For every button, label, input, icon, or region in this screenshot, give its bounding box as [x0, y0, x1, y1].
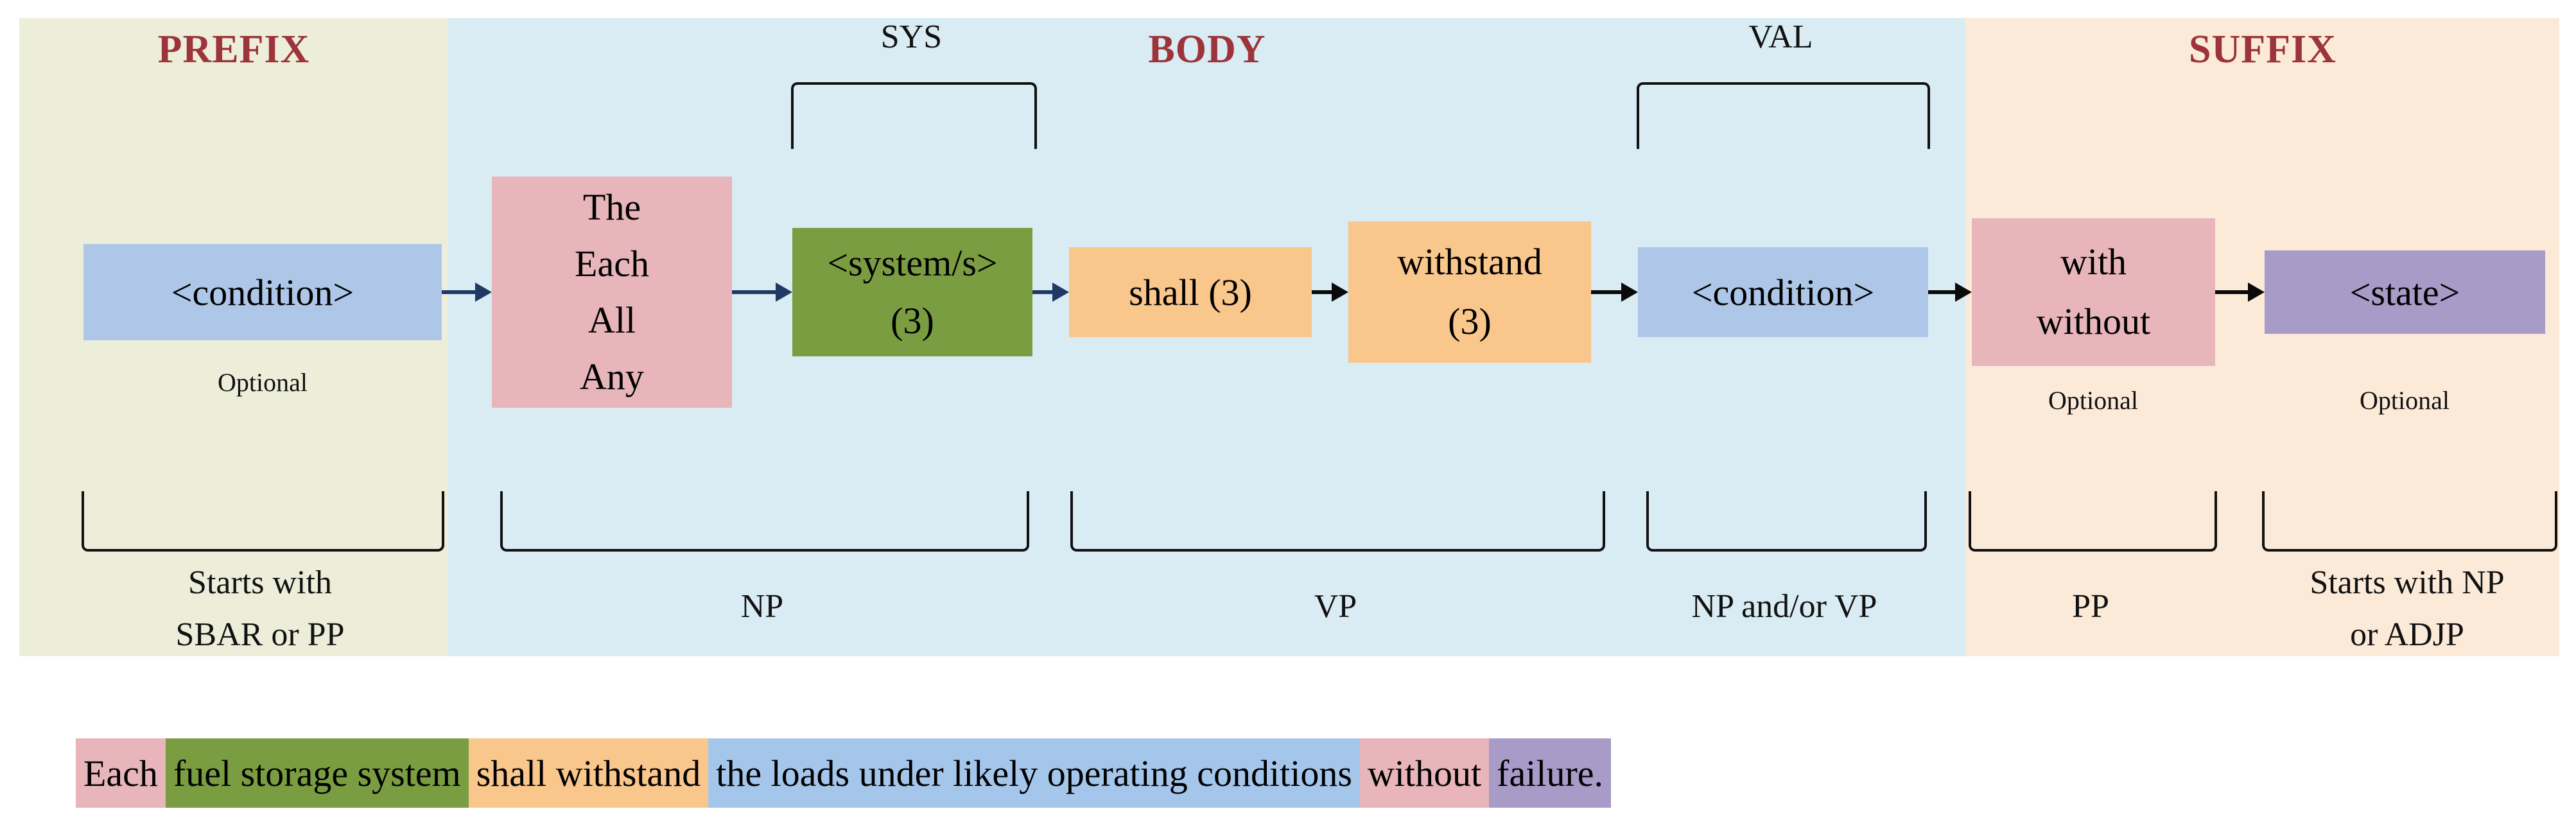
prefix-phrase-line: SBAR or PP — [175, 616, 345, 653]
example-sentence: Each fuel storage system shall withstand… — [76, 738, 1611, 808]
arrow-condition-to-determiner — [442, 281, 492, 304]
determiner-line: The — [582, 186, 641, 228]
sentence-segment-state: failure. — [1489, 738, 1611, 808]
val-bracket — [1637, 82, 1930, 149]
optional-note-preposition: Optional — [2048, 386, 2138, 415]
system-box: <system/s> (3) — [792, 228, 1032, 356]
arrow-system-to-shall — [1032, 281, 1069, 304]
determiner-line: Each — [575, 242, 649, 284]
determiner-line: Any — [580, 356, 644, 398]
vp-label: VP — [1314, 588, 1357, 625]
arrow-head — [776, 283, 792, 302]
shall-label: shall (3) — [1129, 271, 1252, 313]
condition-prefix-box: <condition> — [83, 244, 442, 340]
system-line: (3) — [891, 300, 934, 342]
np-bracket — [500, 491, 1029, 552]
pp-label: PP — [2072, 588, 2109, 625]
sentence-segment-verb: shall withstand — [468, 738, 709, 808]
suffix-phrase-bracket — [2262, 491, 2557, 552]
arrow-head — [475, 283, 492, 302]
sys-bracket-label: SYS — [880, 19, 943, 55]
arrow-shaft — [442, 290, 475, 294]
condition-prefix-label: <condition> — [171, 271, 354, 313]
preposition-box: with without — [1972, 218, 2215, 366]
determiner-line: All — [587, 299, 636, 341]
pp-bracket — [1969, 491, 2217, 552]
preposition-line: with — [2060, 241, 2127, 283]
sentence-segment-system: fuel storage system — [165, 738, 469, 808]
sentence-segment-preposition: without — [1359, 738, 1490, 808]
prefix-phrase-label: Starts with SBAR or PP — [67, 557, 453, 661]
prefix-phrase-line: Starts with — [188, 564, 332, 601]
preposition-line: without — [2036, 300, 2151, 342]
np-vp-bracket — [1646, 491, 1927, 552]
prefix-phrase-bracket — [82, 491, 444, 552]
suffix-phrase-line: Starts with NP — [2310, 564, 2505, 601]
arrow-shaft — [1032, 290, 1052, 294]
sys-bracket — [791, 82, 1037, 149]
optional-note-condition: Optional — [218, 368, 308, 397]
arrow-shaft — [2215, 290, 2248, 294]
arrow-head — [1332, 283, 1348, 302]
val-bracket-label: VAL — [1748, 19, 1813, 55]
arrow-shaft — [1928, 290, 1955, 294]
arrow-withstand-to-condition — [1591, 281, 1638, 304]
arrow-condition-to-preposition — [1928, 281, 1972, 304]
suffix-phrase-line: or ADJP — [2350, 616, 2464, 653]
determiner-box: The Each All Any — [492, 177, 732, 408]
sentence-segment-condition: the loads under likely operating conditi… — [708, 738, 1360, 808]
arrow-head — [2248, 283, 2265, 302]
sentence-segment-determiner: Each — [76, 738, 166, 808]
arrow-head — [1621, 283, 1638, 302]
withstand-box: withstand (3) — [1348, 222, 1591, 363]
arrow-determiner-to-system — [732, 281, 792, 304]
np-label: NP — [740, 588, 784, 625]
arrow-shall-to-withstand — [1312, 281, 1348, 304]
state-box: <state> — [2265, 250, 2545, 334]
suffix-header: SUFFIX — [2189, 28, 2337, 71]
withstand-line: withstand — [1397, 241, 1542, 283]
arrow-shaft — [732, 290, 776, 294]
arrow-preposition-to-state — [2215, 281, 2265, 304]
arrow-shaft — [1591, 290, 1621, 294]
body-header: BODY — [1148, 28, 1266, 71]
condition-value-box: <condition> — [1638, 247, 1928, 337]
state-label: <state> — [2349, 271, 2460, 313]
vp-bracket — [1070, 491, 1605, 552]
prefix-header: PREFIX — [157, 28, 310, 71]
arrow-head — [1052, 283, 1069, 302]
suffix-phrase-label: Starts with NP or ADJP — [2215, 557, 2576, 661]
system-line: <system/s> — [827, 242, 998, 284]
optional-note-state: Optional — [2360, 386, 2450, 415]
arrow-head — [1955, 283, 1972, 302]
withstand-line: (3) — [1448, 300, 1492, 342]
np-vp-label: NP and/or VP — [1691, 588, 1877, 625]
condition-value-label: <condition> — [1691, 271, 1875, 313]
shall-box: shall (3) — [1069, 247, 1312, 337]
arrow-shaft — [1312, 290, 1332, 294]
